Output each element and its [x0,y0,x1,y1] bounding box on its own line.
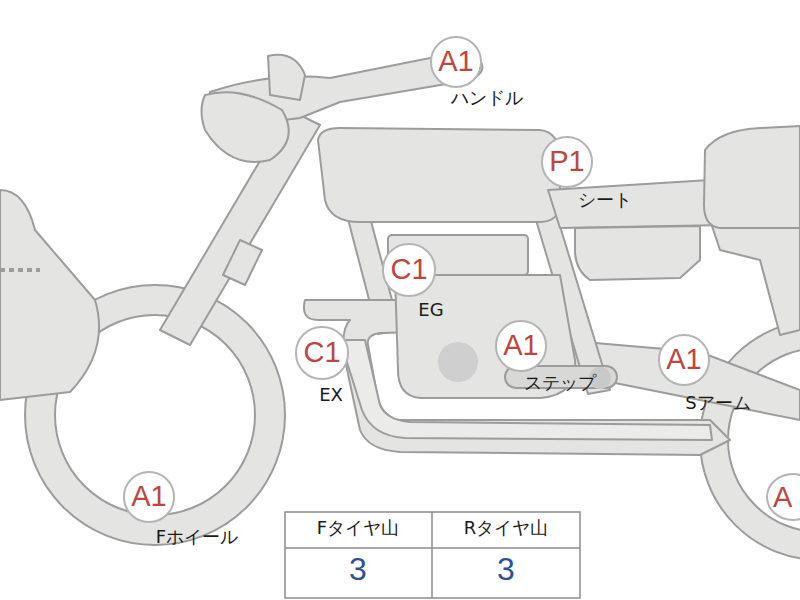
callout-circle: C1 [382,243,435,296]
callout-circle: C1 [295,326,348,379]
callout-number: A1 [131,482,166,511]
callout-number: C1 [390,255,427,284]
part-name: Sアーム [685,393,750,413]
part-name: EX [319,385,343,405]
callout-number: A [773,483,792,512]
table-value: 3 [349,552,367,587]
callout-circle: A1 [658,334,709,385]
callout-circle: P1 [541,136,592,187]
callout-number: C1 [303,338,340,367]
callout-circle: A1 [430,36,481,87]
part-name: Fホイール [156,527,238,547]
callout-number: A1 [666,345,701,374]
callout-number: P1 [549,147,584,176]
part-name: EG [418,300,443,320]
callout-circle: A1 [123,471,174,522]
callout-number: A1 [503,331,538,360]
table-header: Rタイヤ山 [464,518,549,538]
part-name: ハンドル [451,88,523,108]
callout-number: A1 [438,47,473,76]
table-value: 3 [497,552,515,587]
part-name: ステップ [524,373,596,393]
callout-circle: A1 [495,320,546,371]
part-name: シート [578,190,632,210]
table-header: Fタイヤ山 [317,518,399,538]
